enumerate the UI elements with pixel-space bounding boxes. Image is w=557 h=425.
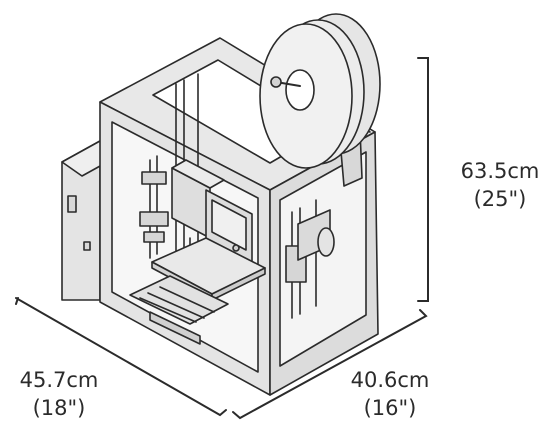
motor-gear — [317, 227, 335, 257]
width-dimension-line — [15, 297, 227, 417]
filament-spool — [259, 13, 381, 169]
depth-dimension-line — [232, 309, 428, 420]
depth-imperial: (16") — [363, 396, 417, 420]
z-axis-right — [285, 199, 335, 319]
height-imperial: (25") — [473, 187, 527, 211]
width-metric: 45.7cm — [19, 368, 99, 392]
screen-display — [211, 199, 247, 251]
z-axis-left — [139, 155, 169, 259]
print-head — [171, 159, 225, 253]
height-dimension-line — [417, 57, 429, 302]
power-switch — [67, 195, 77, 213]
depth-dimension-label: 40.6cm (16") — [339, 366, 441, 422]
height-metric: 63.5cm — [460, 159, 540, 183]
control-knob — [232, 244, 240, 252]
depth-metric: 40.6cm — [350, 368, 430, 392]
height-dimension-label: 63.5cm (25") — [452, 157, 548, 213]
spool-hub — [285, 69, 315, 111]
width-imperial: (18") — [32, 396, 86, 420]
spool-axle — [270, 76, 282, 88]
y-axis-rails — [129, 275, 229, 345]
width-dimension-label: 45.7cm (18") — [8, 366, 110, 422]
usb-port — [83, 241, 91, 251]
